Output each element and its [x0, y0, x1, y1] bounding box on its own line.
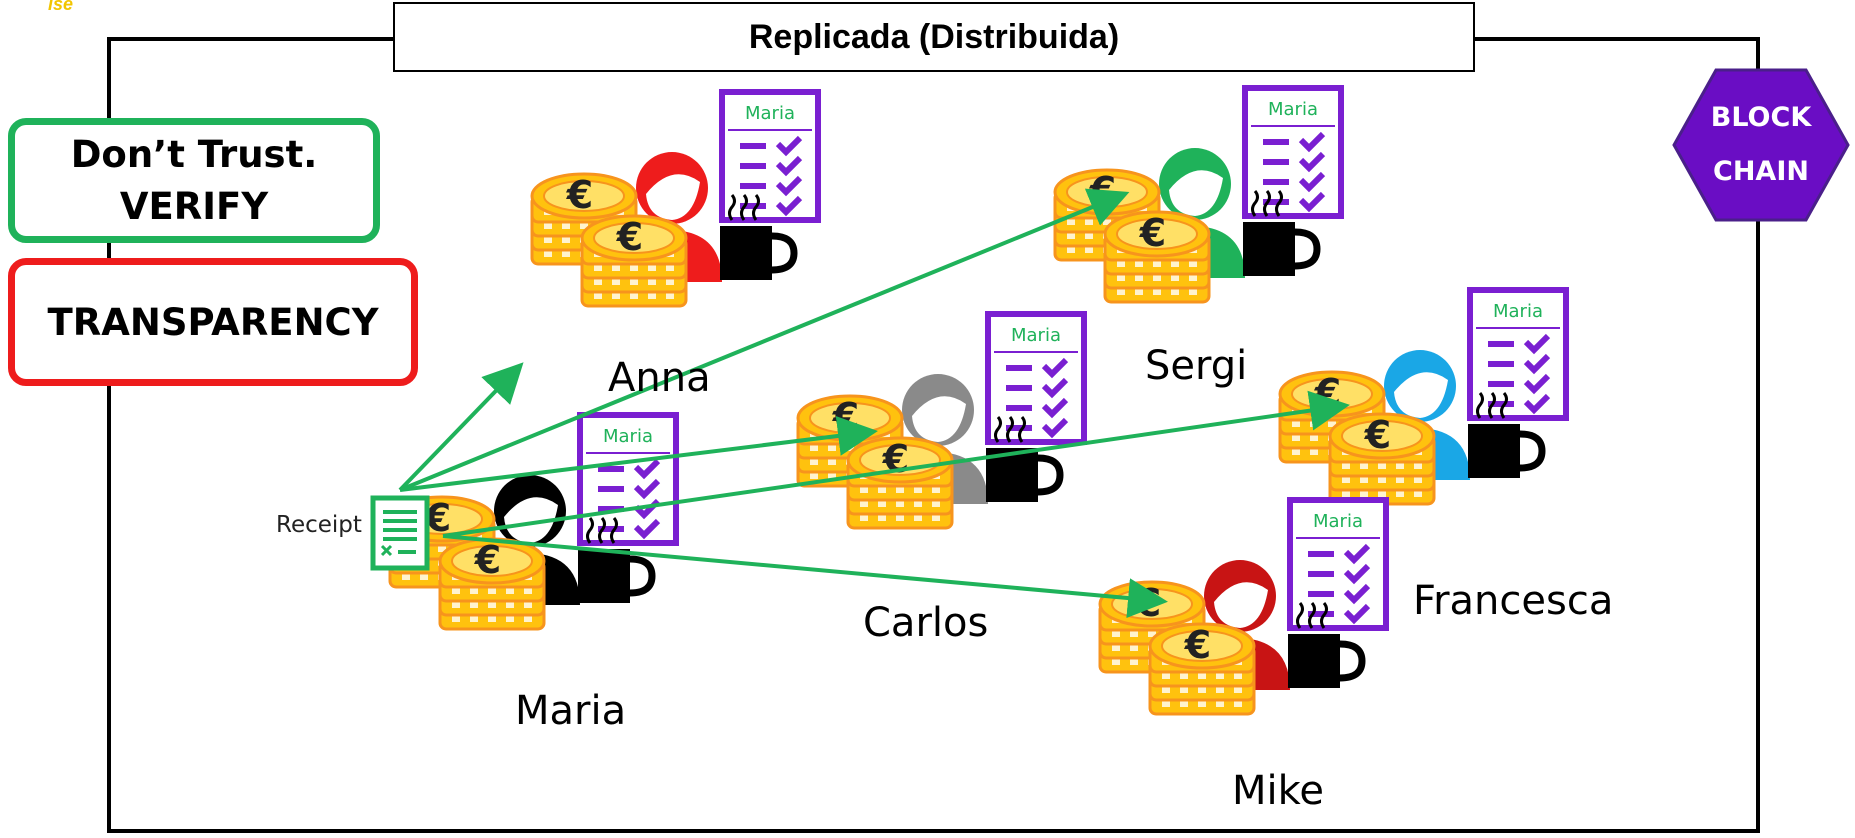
node-carlos: Maria€€ [796, 311, 1087, 530]
transparency-callout: TRANSPARENCY [8, 258, 418, 386]
node-maria: Maria€€ [388, 412, 679, 631]
node-label-mike: Mike [1232, 768, 1324, 814]
ledger-icon: Maria [719, 89, 821, 223]
node-label-anna: Anna [608, 355, 711, 401]
ledger-owner-label: Maria [1011, 325, 1061, 346]
ledger-owner-label: Maria [1493, 301, 1543, 322]
euro-sign-icon: € [1139, 211, 1166, 255]
ledger-icon: Maria [985, 311, 1087, 445]
broadcast-arrow [442, 534, 1168, 619]
ledger-owner-label: Maria [1268, 99, 1318, 120]
coffee-mug-icon [1468, 392, 1546, 478]
ise-logo: ise [48, 0, 74, 14]
euro-sign-icon: € [616, 215, 643, 259]
ledger-owner-label: Maria [1313, 511, 1363, 532]
coffee-mug-icon [1288, 602, 1366, 688]
receipt-label: Receipt [276, 512, 362, 538]
euro-sign-icon: € [1364, 413, 1391, 457]
node-label-sergi: Sergi [1145, 343, 1248, 389]
node-francesca: Maria€€ [1278, 287, 1569, 506]
trust-line-2: VERIFY [119, 184, 269, 228]
broadcast-arrow [399, 416, 878, 492]
ledger-icon: Maria [577, 412, 679, 546]
ledger-owner-label: Maria [745, 103, 795, 124]
diagram-title: Replicada (Distribuida) [393, 2, 1475, 72]
node-label-maria: Maria [515, 688, 627, 734]
broadcast-arrow [442, 390, 1350, 538]
dont-trust-verify-callout: Don’t Trust. VERIFY [8, 118, 380, 243]
ledger-owner-label: Maria [603, 426, 653, 447]
ledger-icon: Maria [1287, 497, 1389, 631]
euro-sign-icon: € [1134, 581, 1161, 625]
euro-sign-icon: € [474, 538, 501, 582]
transparency-label: TRANSPARENCY [47, 300, 379, 344]
trust-line-1: Don’t Trust. [70, 132, 318, 176]
broadcast-arrow [399, 188, 1130, 492]
euro-sign-icon: € [566, 173, 593, 217]
blockchain-label: BLOCK CHAIN [1672, 68, 1850, 222]
receipt-icon [370, 495, 430, 571]
coin-stack-icon: €€ [1053, 168, 1211, 304]
blockchain-hexagon-icon [1672, 68, 1850, 222]
coin-stack-icon: €€ [530, 172, 688, 308]
coffee-mug-icon [578, 517, 656, 603]
euro-sign-icon: € [882, 437, 909, 481]
node-sergi: Maria €€ [1053, 85, 1344, 304]
person-icon [480, 475, 580, 605]
ledger-icon: Maria [1242, 85, 1344, 219]
ledger-icon: Maria [1467, 287, 1569, 421]
broadcast-arrow [398, 362, 524, 492]
node-label-francesca: Francesca [1413, 578, 1614, 624]
node-label-carlos: Carlos [863, 600, 989, 646]
coffee-mug-icon [1243, 190, 1321, 276]
node-mike: Maria € € [1098, 497, 1389, 716]
euro-sign-icon: € [1184, 623, 1211, 667]
blockchain-line-1: BLOCK [1710, 102, 1812, 133]
blockchain-line-2: CHAIN [1713, 156, 1809, 187]
coffee-mug-icon [986, 416, 1064, 502]
node-anna: Maria€€ [530, 89, 821, 308]
coffee-mug-icon [720, 194, 798, 280]
broadcast-arrows [398, 188, 1350, 619]
